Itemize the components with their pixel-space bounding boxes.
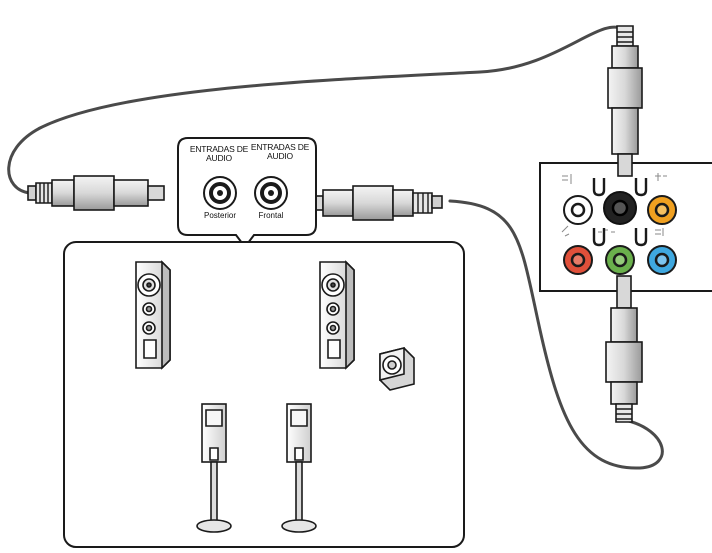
plug-rear-left: [27, 175, 165, 211]
port-black: [603, 191, 637, 225]
jack-posterior: [203, 176, 237, 210]
cable-rear-to-panel-top: [7, 25, 627, 195]
front-input-header: ENTRADAS DE AUDIO: [250, 142, 310, 161]
port-green: [605, 245, 635, 275]
speaker-rear-left: [196, 403, 232, 533]
plug-panel-bottom: [605, 275, 643, 423]
audio-inputs-callout: [177, 137, 317, 249]
rear-audio-panel: [539, 162, 712, 292]
plug-panel-top: [607, 25, 643, 177]
port-orange: [647, 195, 677, 225]
speaker-front-left: [135, 260, 171, 370]
port-gray: [563, 195, 593, 225]
speaker-area: [63, 241, 465, 548]
rear-input-header: ENTRADAS DE AUDIO: [189, 144, 249, 163]
speaker-rear-right: [281, 403, 317, 533]
port-blue: [647, 245, 677, 275]
subwoofer: [379, 346, 415, 391]
speaker-front-right: [319, 260, 355, 370]
port-red: [563, 245, 593, 275]
jack-frontal: [254, 176, 288, 210]
plug-front-middle: [306, 185, 443, 221]
cables: [7, 25, 664, 470]
cable-front-to-panel-bottom: [448, 199, 664, 470]
front-jack-label: Frontal: [258, 211, 284, 220]
rear-jack-label: Posterior: [203, 211, 236, 220]
